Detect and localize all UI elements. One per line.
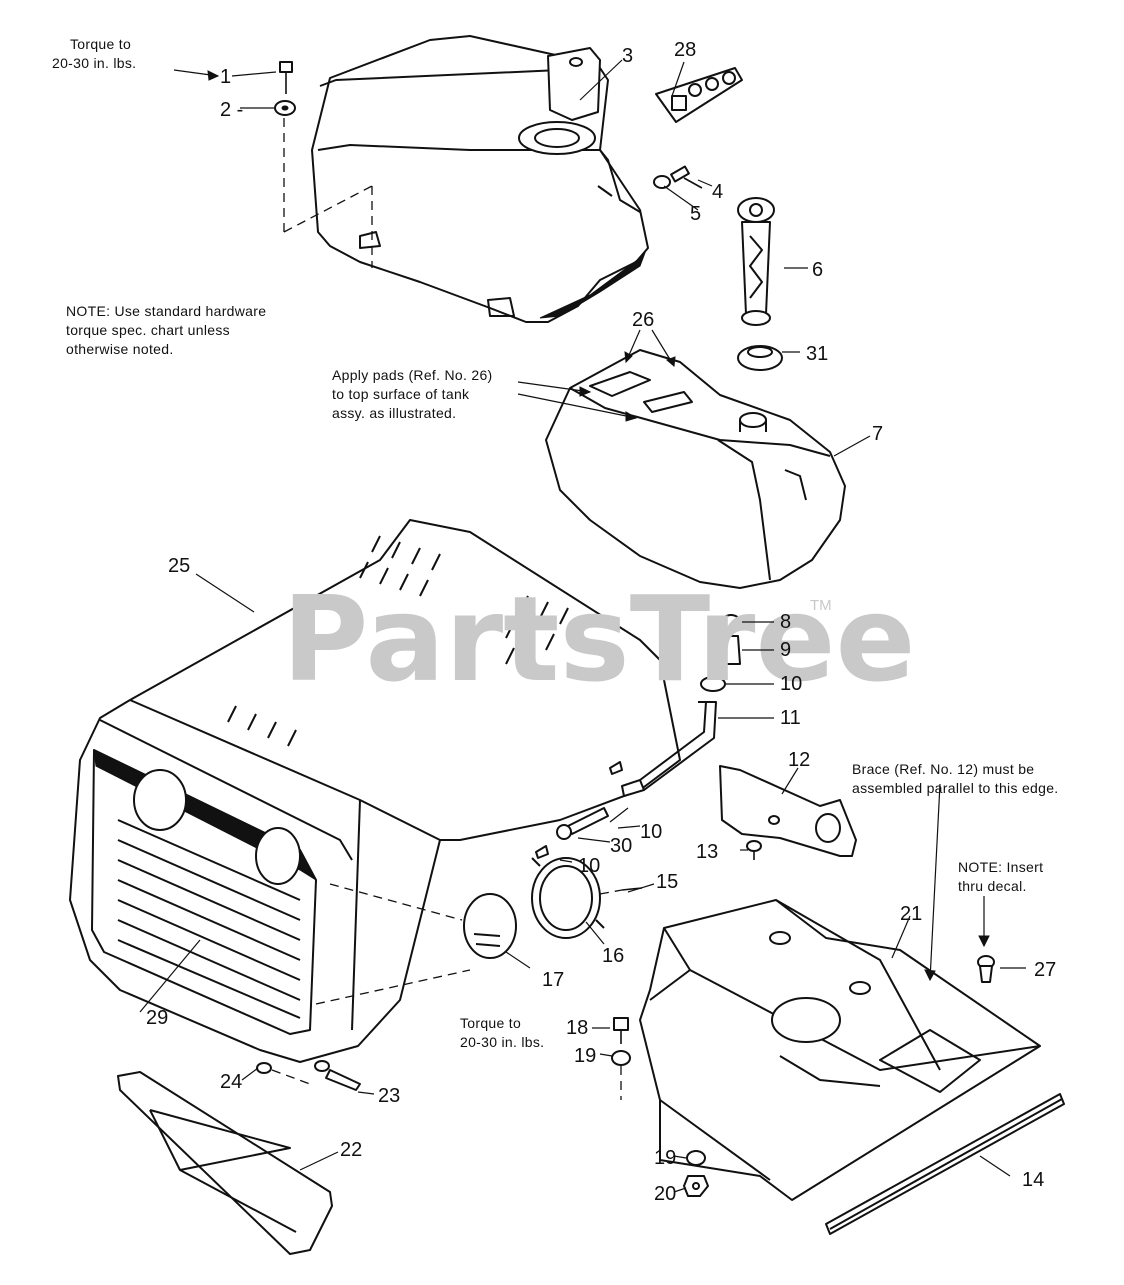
callout-10a: 10 xyxy=(780,673,802,695)
callout-22: 22 xyxy=(340,1139,362,1161)
callout-9: 9 xyxy=(780,639,791,661)
leader-lines xyxy=(139,59,1026,1193)
svg-text:otherwise noted.: otherwise noted. xyxy=(66,341,174,357)
part-20-nut xyxy=(683,1175,709,1197)
callout-numbers: 1 2 - 3 28 4 5 6 26 31 7 25 8 9 10 11 12… xyxy=(146,39,1056,1205)
part-10-clamp-a xyxy=(700,676,726,692)
callout-23: 23 xyxy=(378,1085,400,1107)
part-14-edge-trim xyxy=(825,1093,1065,1235)
callout-19b: 19 xyxy=(654,1147,676,1169)
svg-text:assy. as illustrated.: assy. as illustrated. xyxy=(332,405,456,421)
callout-29: 29 xyxy=(146,1007,168,1029)
callout-20: 20 xyxy=(654,1183,676,1205)
svg-text:NOTE: Use standard hardware: NOTE: Use standard hardware xyxy=(66,303,266,319)
note-torque-bottom: Torque to 20-30 in. lbs. xyxy=(460,1015,544,1050)
callout-14: 14 xyxy=(1022,1169,1044,1191)
svg-text:thru decal.: thru decal. xyxy=(958,878,1027,894)
part-19-washer-b xyxy=(686,1150,706,1166)
callout-6: 6 xyxy=(812,259,823,281)
callout-30: 30 xyxy=(610,835,632,857)
svg-text:Torque to: Torque to xyxy=(70,36,131,52)
callout-15: 15 xyxy=(656,871,678,893)
part-4-5-bolt-washer xyxy=(653,165,703,189)
part-22-skid-plate xyxy=(117,1071,333,1255)
callout-1: 1 xyxy=(220,66,231,88)
callout-5: 5 xyxy=(690,203,701,225)
part-6-fuel-gauge xyxy=(737,197,775,326)
part-18-bolt xyxy=(613,1017,629,1044)
callout-25: 25 xyxy=(168,555,190,577)
part-21-frame xyxy=(639,899,1041,1201)
callout-26: 26 xyxy=(632,309,654,331)
callout-11: 11 xyxy=(780,707,801,729)
svg-text:20-30 in. lbs.: 20-30 in. lbs. xyxy=(460,1034,544,1050)
watermark-text: PartsTree xyxy=(282,570,916,708)
callout-10b: 10 xyxy=(640,821,662,843)
note-hardware-torque: NOTE: Use standard hardware torque spec.… xyxy=(66,303,266,357)
part-19-washer-a xyxy=(611,1050,631,1066)
svg-text:NOTE: Insert: NOTE: Insert xyxy=(958,859,1043,875)
note-insert-decal: NOTE: Insert thru decal. xyxy=(958,859,1043,894)
part-2-washer xyxy=(274,100,296,116)
callout-10c: 10 xyxy=(578,855,600,877)
callout-8: 8 xyxy=(780,611,791,633)
callout-16: 16 xyxy=(602,945,624,967)
callout-19a: 19 xyxy=(574,1045,596,1067)
note-brace: Brace (Ref. No. 12) must be assembled pa… xyxy=(852,761,1059,796)
part-25-hood xyxy=(69,519,681,1063)
callout-24: 24 xyxy=(220,1071,242,1093)
part-30-fitting xyxy=(556,807,609,840)
svg-text:Torque to: Torque to xyxy=(460,1015,521,1031)
svg-text:to top surface of tank: to top surface of tank xyxy=(332,386,470,402)
part-15-screw xyxy=(599,887,643,895)
part-13-screw xyxy=(746,840,762,860)
part-24-screw xyxy=(256,1062,311,1085)
callout-17: 17 xyxy=(542,969,564,991)
svg-text:Brace (Ref. No. 12) must be: Brace (Ref. No. 12) must be xyxy=(852,761,1034,777)
callout-12: 12 xyxy=(788,749,810,771)
part-28-hardware-set xyxy=(655,67,743,123)
svg-text:torque spec. chart unless: torque spec. chart unless xyxy=(66,322,230,338)
part-9-valve xyxy=(725,635,741,665)
note-apply-pads: Apply pads (Ref. No. 26) to top surface … xyxy=(332,367,493,421)
callout-28: 28 xyxy=(674,39,696,61)
callout-2: 2 - xyxy=(220,99,243,121)
part-8-bushing xyxy=(721,614,741,630)
part-10-clamps-bc xyxy=(535,761,623,859)
part-3-dash-panel xyxy=(311,35,649,323)
svg-text:20-30 in. lbs.: 20-30 in. lbs. xyxy=(52,55,136,71)
svg-text:Apply pads (Ref. No. 26): Apply pads (Ref. No. 26) xyxy=(332,367,493,383)
part-16-headlight-ring xyxy=(531,857,605,939)
callout-31: 31 xyxy=(806,343,828,365)
watermark-trademark: TM xyxy=(810,597,832,614)
callout-4: 4 xyxy=(712,181,723,203)
callout-7: 7 xyxy=(872,423,883,445)
svg-text:assembled parallel to this edg: assembled parallel to this edge. xyxy=(852,780,1059,796)
note-torque-top: Torque to 20-30 in. lbs. xyxy=(52,36,136,71)
part-31-grommet xyxy=(737,345,783,371)
part-12-brace xyxy=(719,765,857,857)
callout-18: 18 xyxy=(566,1017,588,1039)
callout-3: 3 xyxy=(622,45,633,67)
part-17-lens xyxy=(463,893,517,959)
callout-27: 27 xyxy=(1034,959,1056,981)
callout-13: 13 xyxy=(696,841,718,863)
part-1-screw xyxy=(279,61,293,94)
part-7-fuel-tank xyxy=(545,349,846,589)
part-11-fuel-line xyxy=(621,701,717,797)
callout-21: 21 xyxy=(900,903,922,925)
part-27-clip xyxy=(977,955,995,983)
part-23-screw xyxy=(314,1060,361,1091)
